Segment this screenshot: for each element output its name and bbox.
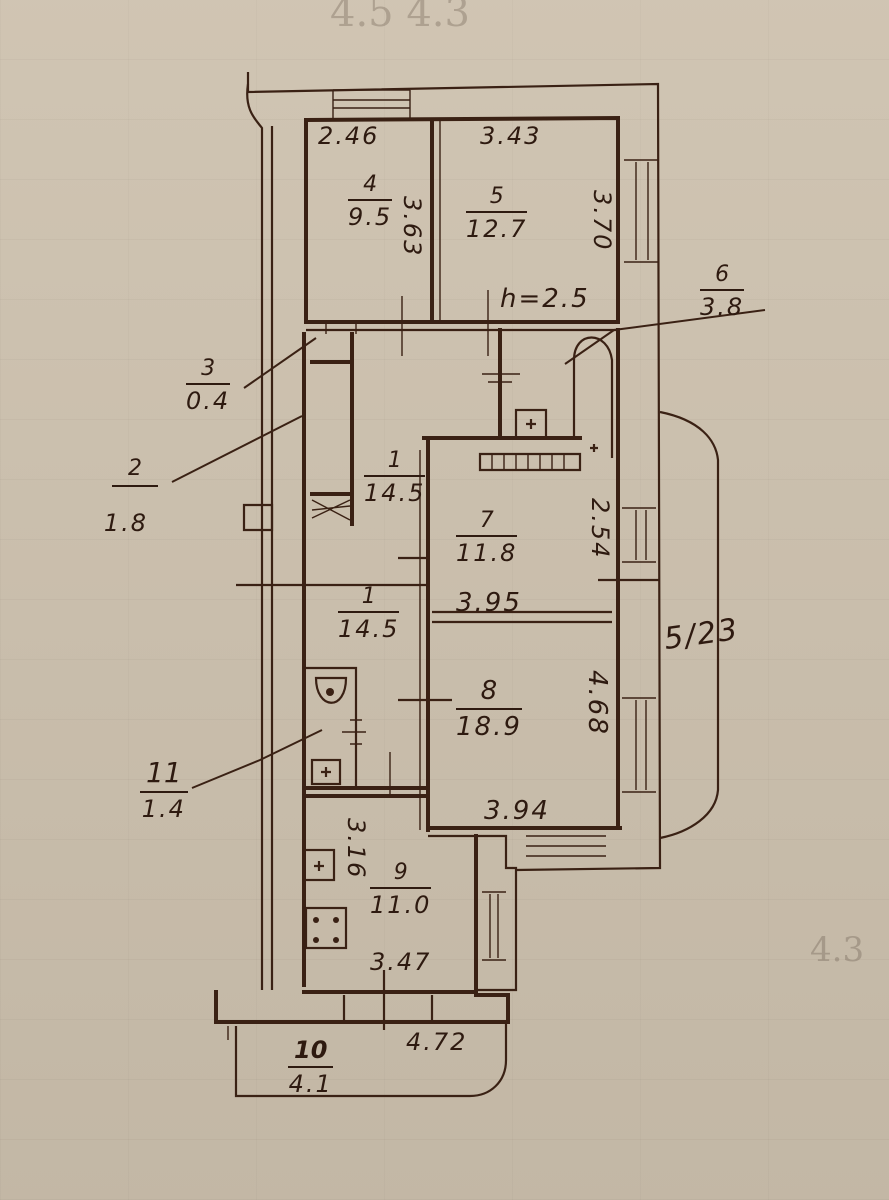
- room-5-label: 5 12.7: [466, 184, 528, 243]
- dim-balcony10-width: 4.72: [406, 1028, 468, 1056]
- bathroom-walls: [422, 328, 582, 440]
- stove: [304, 906, 348, 950]
- rooms-4-5-walls: [304, 115, 620, 324]
- dim-room4-length: 3.63: [398, 196, 426, 258]
- room-2-label: 2 1.8: [104, 456, 158, 537]
- dim-room7-length: 2.54: [586, 498, 614, 560]
- leader-room-3: [243, 337, 317, 389]
- room-11-label: 11 1.4: [140, 756, 188, 823]
- sink-fixture: [514, 408, 548, 440]
- dim-room4-width: 2.46: [318, 122, 380, 150]
- shelf-hatching: [311, 499, 351, 521]
- dim-room7-width: 3.95: [456, 588, 522, 618]
- loggia-outline: [659, 410, 720, 840]
- kitchen-sink: [302, 848, 336, 882]
- balcony-wall: [214, 990, 510, 1024]
- bleed-through-marks: 4.3: [810, 930, 865, 970]
- bleed-through-marks: 4.5 4.3: [330, 0, 470, 36]
- room-4-label: 4 9.5: [348, 172, 393, 231]
- dim-room5-length: 3.70: [588, 190, 616, 252]
- dim-room9-width: 3.47: [370, 948, 432, 976]
- balcony-outline: [234, 1022, 508, 1098]
- room-1-upper-label: 1 14.5: [364, 448, 426, 507]
- toilet-fixture: [314, 676, 348, 704]
- room-7-label: 7 11.8: [456, 508, 518, 567]
- dim-room5-width: 3.43: [480, 122, 542, 150]
- kitchen-walls: [302, 834, 478, 994]
- leader-room-2: [171, 415, 303, 483]
- radiator: [478, 452, 582, 472]
- room-10-label: 10 4.1: [288, 1036, 334, 1098]
- wall-niche: [242, 503, 274, 532]
- dim-room9-length: 3.16: [342, 818, 370, 880]
- leader-room-6: [564, 309, 766, 365]
- room-9-label: 9 11.0: [370, 860, 432, 919]
- ceiling-height: h=2.5: [500, 284, 590, 314]
- room-8-label: 8 18.9: [456, 676, 522, 742]
- room-1-lower-label: 1 14.5: [338, 584, 400, 643]
- toilet-sink: [310, 758, 342, 786]
- dim-room8-length: 4.68: [582, 670, 612, 736]
- window: [332, 89, 411, 118]
- leader-room-11: [191, 729, 323, 789]
- dim-room8-width: 3.94: [484, 796, 550, 826]
- room-6-label: 6 3.8: [700, 262, 745, 321]
- room-3-label: 3 0.4: [186, 356, 231, 415]
